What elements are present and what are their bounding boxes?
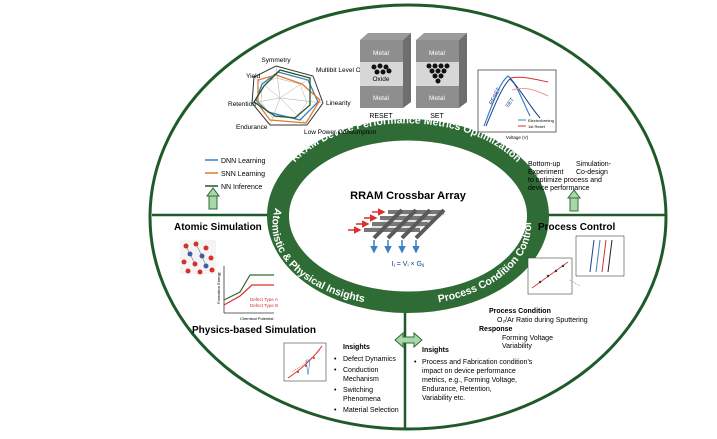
insight-right-line: Variability etc. [422, 395, 465, 402]
section-title-atomic: Atomic Simulation [174, 222, 262, 233]
iv-plot [477, 69, 557, 133]
radar-axis-label: Multibit Level On/Off [316, 67, 375, 74]
insight-bullet: • [334, 367, 337, 374]
insight-item: Switching Phenomena [343, 387, 381, 403]
layer-label: Metal [373, 95, 389, 102]
legend-item: DNN Learning [221, 158, 265, 165]
up-arrow-right [567, 189, 581, 212]
insight-item-line: Mechanism [343, 376, 379, 383]
radar-chart [251, 65, 324, 126]
layer-label: Metal [429, 50, 445, 57]
insight-bullet: • [334, 356, 337, 363]
iv-xlabel: Voltage (V) [506, 135, 529, 140]
radar-series-green [253, 69, 311, 119]
layer-label: Metal [373, 50, 389, 57]
insights-right-title: Insights [422, 347, 449, 354]
physics-plot [283, 342, 327, 382]
response-line: Forming Voltage [502, 335, 553, 342]
codesign-text: Co-design [576, 169, 608, 176]
insight-right-line: impact on device performance [422, 368, 516, 375]
crossbar-title: RRAM Crossbar Array [350, 190, 467, 202]
formation-legend-item: Defect Type B [250, 303, 278, 308]
learning-legend [205, 159, 218, 187]
insight-bullet: • [334, 387, 337, 394]
response-line: Variability [502, 343, 532, 350]
radar-axis-label: Endurance [236, 124, 268, 131]
insights-left-title: Insights [343, 344, 370, 351]
section-title-process: Process Control [538, 222, 615, 233]
radar-series-orange [257, 74, 321, 124]
codesign-text: Simulation- [576, 161, 612, 168]
insight-bullet: • [414, 359, 417, 366]
iv-legend-item: 1st Reset [528, 124, 546, 129]
formation-energy-plot [223, 266, 274, 314]
device-stack-reset [360, 33, 411, 108]
formation-legend-item: Defect Type A [250, 297, 278, 302]
formation-xlabel: Chemical Potential [240, 316, 273, 321]
insight-bullet: • [334, 407, 337, 414]
device-stack-set [416, 33, 467, 108]
defect-type-b-line [223, 274, 274, 301]
process-condition-title: Process Condition [489, 308, 551, 315]
insights-right-text: Process and Fabrication condition's impa… [422, 359, 534, 402]
green-ring [267, 119, 549, 313]
formation-ylabel: Formation Energy [216, 272, 221, 304]
process-plot-small [527, 257, 573, 295]
insight-right-line: metrics, e.g., Forming Voltage, [422, 377, 517, 384]
set-caption: SET [430, 113, 444, 120]
radar-axis-label: Low Power Consumption [304, 129, 377, 136]
response-title: Response [479, 326, 513, 333]
codesign-text: device performance [528, 185, 590, 192]
defect-type-a-line [223, 284, 274, 306]
layer-label: Metal [429, 95, 445, 102]
up-arrow-left [206, 187, 220, 210]
codesign-text: Bottom-up [528, 161, 560, 168]
insight-right-line: Endurance, Retention, [422, 386, 492, 393]
insight-item-line: Conduction [343, 367, 379, 374]
insight-item: Material Selection [343, 407, 399, 414]
process-plot-cdf [575, 235, 625, 277]
process-condition-line: O₂/Ar Ratio during Sputtering [497, 317, 588, 324]
section-title-physics: Physics-based Simulation [192, 325, 316, 336]
radar-axis-label: Yield [246, 73, 261, 80]
legend-item: NN Inference [221, 184, 262, 191]
crossbar-array [348, 208, 446, 254]
radar-axis-label: Symmetry [261, 57, 291, 64]
insight-right-line: Process and Fabrication condition's [422, 359, 533, 366]
iv-annotation: SET [505, 96, 516, 109]
radar-axis-label: Linearity [326, 100, 351, 107]
codesign-text: to optimize process and [528, 177, 602, 184]
insight-item-line: Phenomena [343, 396, 381, 403]
layer-label: Oxide [373, 76, 390, 83]
double-arrow-icon [394, 331, 423, 349]
insight-item: Defect Dynamics [343, 356, 396, 363]
reset-caption: RESET [369, 113, 393, 120]
legend-item: SNN Learning [221, 171, 265, 178]
crossbar-equation: Iⱼ = Vᵢ × Gᵢⱼ [392, 261, 425, 268]
radar-axis-label: Retention [228, 101, 256, 108]
insight-item-line: Switching [343, 387, 373, 394]
codesign-text: Experiment [528, 169, 563, 176]
insight-item: Conduction Mechanism [343, 367, 380, 383]
atomic-structure-image [180, 240, 216, 275]
iv-legend-item: Electroforming [528, 118, 554, 123]
